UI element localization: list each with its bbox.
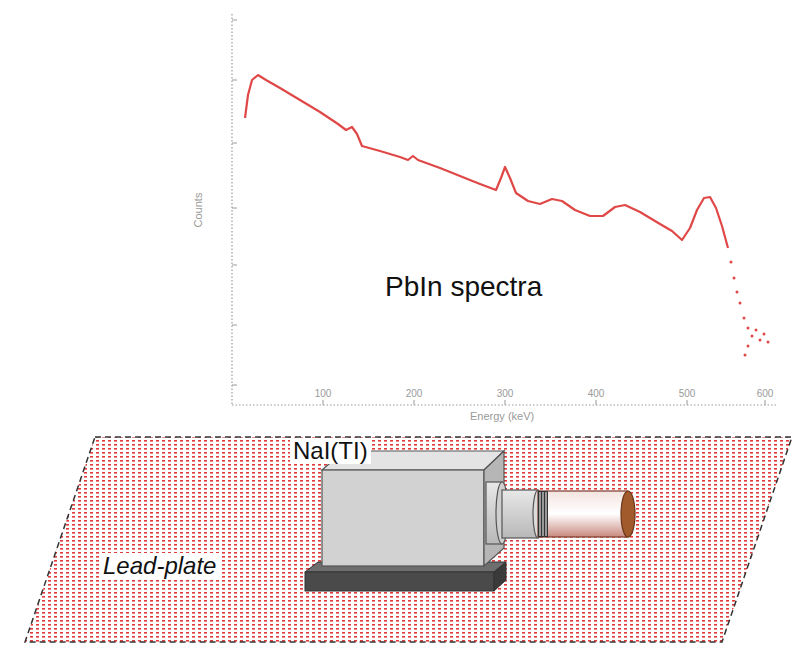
plot-title: PbIn spectra: [385, 272, 542, 303]
tick-label: 200: [406, 388, 423, 399]
axis-title: Counts: [192, 193, 204, 228]
plate-label: Lead-plate: [100, 553, 219, 579]
ground-plane: [25, 437, 792, 642]
tick-label: 100: [315, 388, 332, 399]
axis-title: Energy (keV): [470, 410, 534, 422]
tick-label: 500: [679, 388, 696, 399]
plot-axes: [232, 14, 778, 405]
detector-neck: [486, 482, 543, 544]
spectrum-curve: [245, 75, 728, 248]
tick-label: 400: [588, 388, 605, 399]
detector-label: NaI(TI): [290, 438, 371, 464]
pmt-tube: [538, 491, 635, 537]
axis-ticks: [232, 20, 765, 405]
tick-label: 300: [497, 388, 514, 399]
detector-housing: [322, 451, 504, 566]
spectrum-tail-dots: [730, 261, 770, 357]
tick-label: 600: [757, 388, 774, 399]
